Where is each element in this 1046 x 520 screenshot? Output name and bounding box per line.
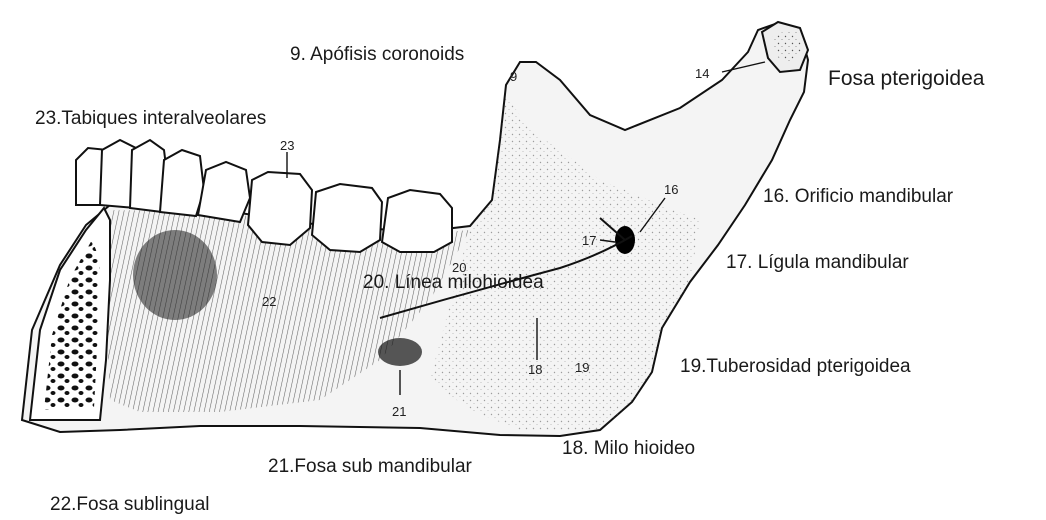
- callout-16: 16: [664, 182, 678, 197]
- callout-9: 9: [510, 69, 517, 84]
- label-fosa-pterigoidea: Fosa pterigoidea: [828, 68, 984, 90]
- label-fosa-sublingual: 22.Fosa sublingual: [50, 494, 210, 516]
- callout-22: 22: [262, 294, 276, 309]
- label-linea-milohioidea: 20. Línea milohioidea: [363, 272, 544, 294]
- label-tabiques-interalveolares: 23.Tabiques interalveolares: [35, 108, 266, 130]
- label-orificio-mandibular: 16. Orificio mandibular: [763, 186, 953, 208]
- callout-21: 21: [392, 404, 406, 419]
- callout-18: 18: [528, 362, 542, 377]
- label-milo-hioideo: 18. Milo hioideo: [562, 438, 695, 460]
- label-apofisis-coronoides: 9. Apófisis coronoids: [290, 44, 464, 66]
- label-ligula-mandibular: 17. Lígula mandibular: [726, 252, 909, 274]
- callout-23: 23: [280, 138, 294, 153]
- callout-19: 19: [575, 360, 589, 375]
- callout-17: 17: [582, 233, 596, 248]
- label-fosa-sub-mandibular: 21.Fosa sub mandibular: [268, 456, 472, 478]
- label-tuberosidad-pterigoidea: 19.Tuberosidad pterigoidea: [680, 356, 911, 378]
- callout-14: 14: [695, 66, 709, 81]
